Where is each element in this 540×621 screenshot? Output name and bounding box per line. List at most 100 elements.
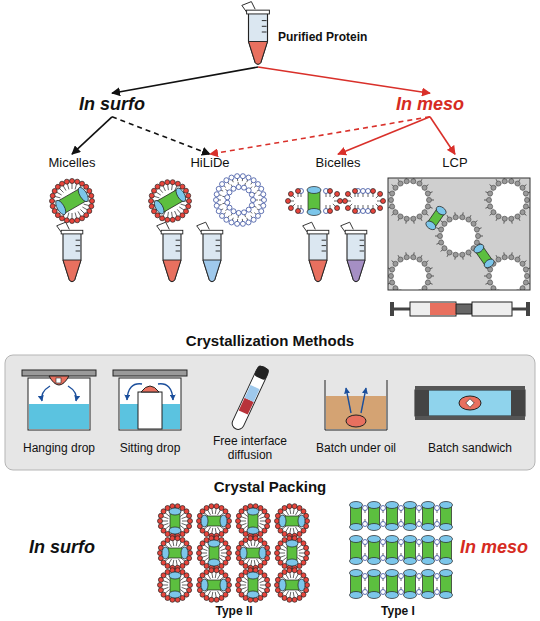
lipid-head xyxy=(251,217,256,222)
lipid-head xyxy=(161,528,166,533)
micelle xyxy=(275,568,310,603)
tube-mark xyxy=(360,251,365,252)
protein-cap xyxy=(422,558,435,565)
lipid-head xyxy=(523,267,528,272)
lipid-head xyxy=(292,597,297,602)
protein-cap xyxy=(404,592,417,599)
node-text: Bicelles xyxy=(316,155,361,171)
lipid-head xyxy=(227,551,232,556)
lipid-head xyxy=(229,175,234,180)
protein-cap xyxy=(54,199,68,216)
lipid-head xyxy=(520,185,525,190)
lipid-head xyxy=(345,191,350,196)
packing-side-label: In meso xyxy=(460,537,528,559)
type-ii-lattice xyxy=(158,504,310,603)
protein-cap xyxy=(422,570,435,577)
lipid-head xyxy=(236,583,241,588)
packing-side-label: In surfo xyxy=(29,537,95,559)
node-text: LCP xyxy=(442,155,467,171)
lipid-head xyxy=(87,189,92,194)
lipid-head xyxy=(425,267,430,272)
micelle xyxy=(158,568,193,603)
tube-body xyxy=(347,233,365,282)
lipid-head xyxy=(474,240,479,245)
node-text: Batch under oil xyxy=(316,441,396,455)
lipid-head xyxy=(381,540,386,545)
lipid-head xyxy=(235,174,240,179)
lipid-head xyxy=(70,219,75,224)
tube-rim xyxy=(247,10,270,14)
lipid-head xyxy=(491,210,496,215)
node-text: In meso xyxy=(396,94,464,116)
protein-cap xyxy=(368,558,381,565)
protein-cap xyxy=(483,257,496,269)
protein-cap xyxy=(440,570,453,577)
protein-cap xyxy=(279,515,286,527)
lipid-head xyxy=(149,193,154,198)
lipid-head xyxy=(155,213,160,218)
lipid-head xyxy=(502,216,507,221)
node-text: Purified Protein xyxy=(278,30,367,44)
lipid-head xyxy=(371,209,376,214)
lipid-head xyxy=(188,583,193,588)
lipid-head xyxy=(246,188,251,193)
protein-cap xyxy=(350,570,363,577)
micelle xyxy=(236,504,271,539)
lipid-head xyxy=(422,261,427,266)
lipid-head xyxy=(266,583,271,588)
protein-cap xyxy=(422,502,435,509)
lipid-head xyxy=(328,209,333,214)
tube-mark xyxy=(322,251,327,252)
lipid-head xyxy=(411,255,416,260)
lipid-head xyxy=(371,189,376,194)
methods-panel-node: Crystallization MethodsHanging dropSitti… xyxy=(5,332,535,472)
lipid-head xyxy=(255,213,260,218)
lipid-head xyxy=(219,595,224,600)
lipid-head xyxy=(266,519,271,524)
protein xyxy=(386,502,399,531)
lipid-head xyxy=(183,188,188,193)
protein-cap xyxy=(350,502,363,509)
protein-cap xyxy=(350,536,363,543)
lipid-head xyxy=(496,214,501,219)
lipid-head xyxy=(246,220,251,225)
lipid-head xyxy=(220,213,225,218)
lipid-head xyxy=(278,528,283,533)
protein-cap xyxy=(404,536,417,543)
protein-cap xyxy=(247,572,259,579)
lipid-head xyxy=(496,257,501,262)
protein-cap xyxy=(76,186,90,203)
lipid-head xyxy=(64,179,69,184)
node-text: Hanging drop xyxy=(23,441,95,455)
lipid-head xyxy=(236,519,241,524)
lipid-head xyxy=(474,227,479,232)
protein-cap xyxy=(298,579,305,591)
lipid-head xyxy=(398,181,403,186)
lipid-head xyxy=(520,286,525,290)
lipid-head xyxy=(265,577,270,582)
lipid-head xyxy=(363,506,368,511)
micelle xyxy=(236,568,271,603)
lipid-head xyxy=(60,181,65,186)
lipid-head xyxy=(404,179,409,184)
lipid-head xyxy=(488,191,493,196)
packing-type-label: Type I xyxy=(381,604,415,618)
lipid-head xyxy=(363,556,368,561)
lipid-head xyxy=(345,206,350,211)
protein-cap xyxy=(350,524,363,531)
lipid-head xyxy=(297,531,302,536)
lipid-head xyxy=(389,274,394,279)
tube-mark xyxy=(216,240,221,241)
protein xyxy=(424,205,447,232)
lipid-head xyxy=(219,563,224,568)
tube-mark xyxy=(176,251,181,252)
protein xyxy=(286,540,298,566)
lipid-head xyxy=(209,568,214,573)
lipid-head xyxy=(225,195,230,200)
water-channel xyxy=(393,183,427,217)
protein-cap xyxy=(368,536,381,543)
lipid-head xyxy=(155,184,160,189)
lipid-head xyxy=(491,185,496,190)
protein xyxy=(208,540,220,566)
lipid-head xyxy=(180,531,185,536)
